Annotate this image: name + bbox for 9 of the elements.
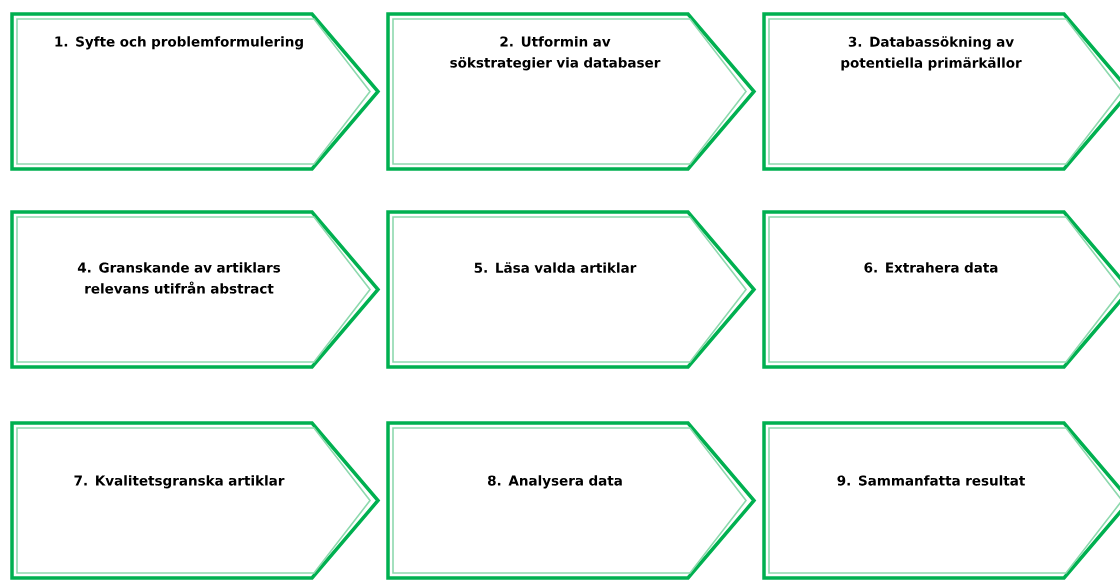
step-arrow-box: 6. Extrahera data [762,210,1120,369]
step-arrow-box: 9. Sammanfatta resultat [762,421,1120,580]
step-arrow-box: 5. Läsa valda artiklar [386,210,757,369]
step-arrow-box: 8. Analysera data [386,421,757,580]
step-arrow-box: 1. Syfte och problemformulering [10,12,381,171]
step-arrow-box: 4. Granskande av artiklars relevans utifrån abstract [10,210,381,369]
step-arrow-box: 7. Kvalitetsgranska artiklar [10,421,381,580]
step-arrow-box: 2. Utformin av sökstrategier via databaser [386,12,757,171]
step-arrow-box: 3. Databassökning av potentiella primärkällor [762,12,1120,171]
